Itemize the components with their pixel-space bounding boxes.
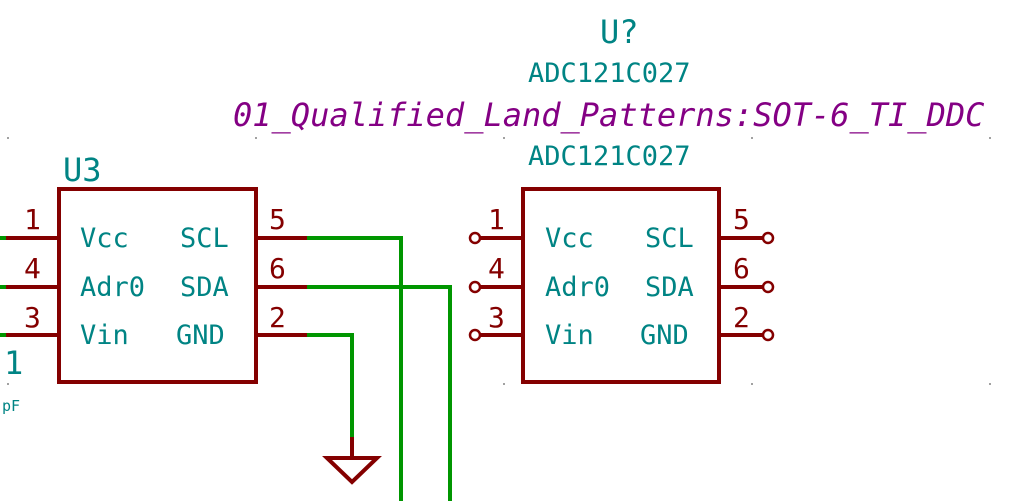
u3-pin-vcc-name: Vcc [80, 223, 129, 254]
u3-pin-gnd-name: GND [176, 320, 225, 351]
wires[interactable] [0, 236, 452, 501]
pin-end-circle [468, 280, 482, 294]
u3-pin-6-number: 6 [269, 252, 286, 285]
new-part-value-repeat: ADC121C027 [528, 141, 691, 172]
wire-gnd[interactable] [307, 333, 354, 437]
new-part-pin-2-number: 2 [733, 301, 750, 334]
new-part-pin-scl-name: SCL [645, 223, 694, 254]
component-u3[interactable]: U3 1 4 3 5 6 2 Vcc Adr0 Vin SCL SDA GND [0, 151, 307, 384]
partial-reference-left: 1 [4, 344, 23, 382]
new-part-pin-adr0-name: Adr0 [545, 272, 610, 303]
u3-pin-5-number: 5 [269, 203, 286, 236]
new-part-pin-gnd-name: GND [640, 320, 689, 351]
new-part-reference: U? [600, 13, 639, 51]
new-part-pin-6-number: 6 [733, 252, 750, 285]
u3-pin-4-number: 4 [24, 252, 41, 285]
pin-end-circle [468, 231, 482, 245]
u3-pin-scl-name: SCL [180, 223, 229, 254]
new-part-pin-vin-name: Vin [545, 320, 594, 351]
new-part-pin-sda-name: SDA [645, 272, 694, 303]
grid-dots [7, 137, 991, 385]
new-part-pin-4-number: 4 [488, 252, 505, 285]
u3-pin-1-number: 1 [24, 203, 41, 236]
u3-pin-adr0-name: Adr0 [80, 272, 145, 303]
u3-pin-2-number: 2 [269, 301, 286, 334]
pin-end-circle [468, 328, 482, 342]
new-part-pin-vcc-name: Vcc [545, 223, 594, 254]
pin-end-circle [761, 231, 775, 245]
new-part-value: ADC121C027 [528, 58, 691, 89]
new-part-pin-1-number: 1 [488, 203, 505, 236]
ground-symbol[interactable] [322, 437, 382, 485]
pin-end-circle [761, 328, 775, 342]
pin-end-markers [468, 231, 775, 342]
new-part-footprint: 01_Qualified_Land_Patterns:SOT-6_TI_DDC [233, 96, 984, 134]
pin-end-circle [761, 280, 775, 294]
new-part-pin-3-number: 3 [488, 301, 505, 334]
u3-pin-vin-name: Vin [80, 320, 129, 351]
wire-sda[interactable] [307, 285, 452, 501]
wire-scl[interactable] [307, 236, 403, 501]
new-part-pin-5-number: 5 [733, 203, 750, 236]
ground-icon [322, 456, 382, 485]
component-new-part[interactable]: U? ADC121C027 01_Qualified_Land_Patterns… [233, 13, 984, 384]
u3-reference: U3 [63, 151, 102, 189]
u3-pin-sda-name: SDA [180, 272, 229, 303]
partial-value-left: pF [2, 397, 20, 415]
u3-pin-3-number: 3 [24, 301, 41, 334]
